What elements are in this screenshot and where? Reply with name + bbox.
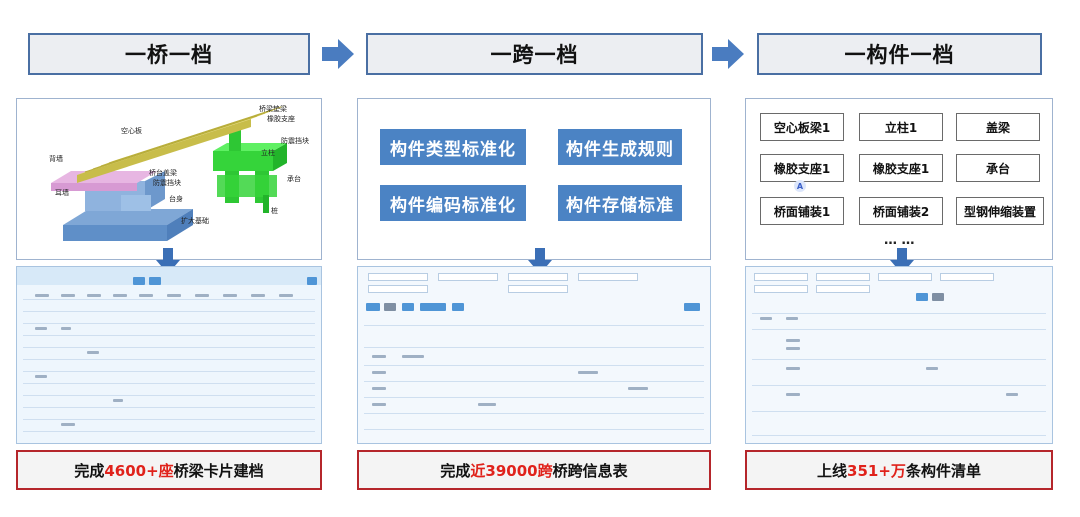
component-list-screenshot — [745, 266, 1053, 444]
label-ear-wall: 耳墙 — [55, 188, 69, 197]
label-rubber: 橡胶支座 — [267, 114, 295, 123]
standard-tag: 构件生成规则 — [558, 129, 682, 165]
label-abutment-beam: 桥台盖梁 — [149, 168, 177, 177]
bridge-card-table-screenshot — [16, 266, 322, 444]
component-item[interactable]: 桥面铺装1 — [760, 197, 844, 225]
components-panel: 空心板梁1 立柱1 盖梁 橡胶支座1 橡胶支座1 承台 A 桥面铺装1 桥面铺装… — [745, 98, 1053, 260]
more-ellipsis: … … — [884, 233, 915, 248]
label-abutment: 台身 — [169, 194, 183, 203]
label-bearing: 桥梁垫梁 — [259, 104, 287, 113]
standard-tag: 构件编码标准化 — [380, 185, 526, 221]
down-arrow-icon — [528, 248, 552, 274]
component-item[interactable]: 盖梁 — [956, 113, 1040, 141]
right-arrow-icon — [322, 39, 354, 69]
component-item[interactable]: 桥面铺装2 — [859, 197, 943, 225]
down-arrow-icon — [156, 248, 180, 274]
header-bridge-archive: 一桥一档 — [28, 33, 310, 75]
label-abutment-block: 防震挡块 — [153, 178, 181, 187]
label-deck-slab: 空心板 — [121, 126, 142, 135]
bridge-diagram-panel: 空心板 桥梁垫梁 橡胶支座 防震挡块 立柱 承台 桩 背墙 耳墙 桥台盖梁 防震… — [16, 98, 322, 260]
header-component-archive: 一构件一档 — [757, 33, 1042, 75]
component-item[interactable]: 立柱1 — [859, 113, 943, 141]
caption-span-count: 完成近39000跨桥跨信息表 — [357, 450, 711, 490]
component-item[interactable]: 空心板梁1 — [760, 113, 844, 141]
standards-panel: 构件类型标准化 构件生成规则 构件编码标准化 构件存储标准 — [357, 98, 711, 260]
component-item[interactable]: 型钢伸缩装置 — [956, 197, 1044, 225]
bridge-3d-model: 空心板 桥梁垫梁 橡胶支座 防震挡块 立柱 承台 桩 背墙 耳墙 桥台盖梁 防震… — [49, 104, 309, 241]
right-arrow-icon — [712, 39, 744, 69]
label-pile: 桩 — [271, 206, 278, 215]
label-cap: 承台 — [287, 174, 301, 183]
cursor-marker: A — [794, 180, 806, 192]
component-item[interactable]: 橡胶支座1 — [760, 154, 844, 182]
down-arrow-icon — [890, 248, 914, 274]
standard-tag: 构件存储标准 — [558, 185, 682, 221]
label-anti-block: 防震挡块 — [281, 136, 309, 145]
span-info-table-screenshot — [357, 266, 711, 444]
label-back-wall: 背墙 — [49, 154, 63, 163]
component-item[interactable]: 橡胶支座1 — [859, 154, 943, 182]
label-column: 立柱 — [261, 148, 275, 157]
header-span-archive: 一跨一档 — [366, 33, 703, 75]
label-foundation: 扩大基础 — [181, 216, 209, 225]
component-item[interactable]: 承台 — [956, 154, 1040, 182]
standard-tag: 构件类型标准化 — [380, 129, 526, 165]
